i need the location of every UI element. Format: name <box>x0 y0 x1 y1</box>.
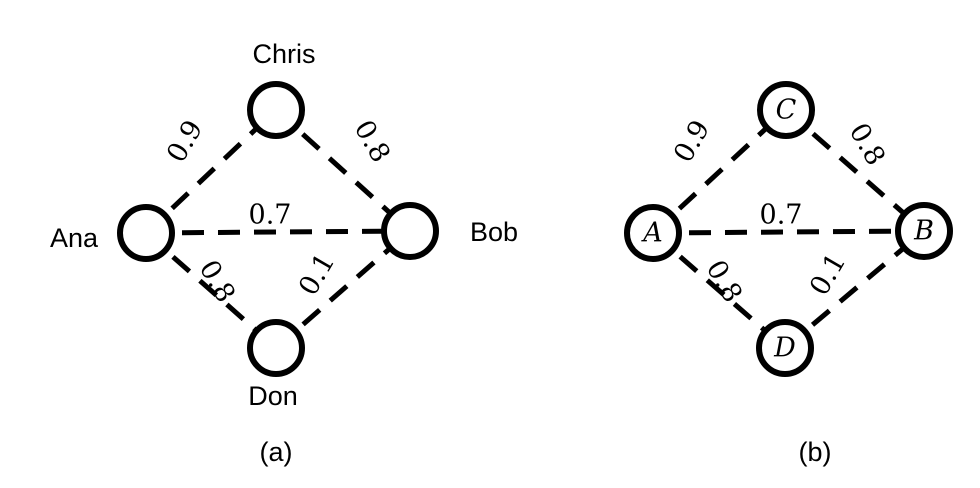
graph-caption: (a) <box>260 437 293 467</box>
edge-c-b <box>274 108 412 233</box>
edge-weight-label: 0.1 <box>293 248 341 301</box>
edge-d-b <box>274 229 412 350</box>
edge-d-b <box>783 229 926 350</box>
node-letter-label: B <box>913 216 934 247</box>
edge-c-b <box>784 108 926 233</box>
node-b <box>381 202 439 260</box>
node-name-label: Don <box>248 381 298 411</box>
node-name-label: Ana <box>50 223 99 253</box>
edge-a-b <box>145 228 411 236</box>
edge-weight-label: 0.9 <box>161 115 209 168</box>
edge-a-c <box>144 108 278 235</box>
edge-weight-label: 0.7 <box>760 200 803 231</box>
graph-caption: (b) <box>799 437 832 467</box>
node-c <box>247 81 305 139</box>
edge-weight-label: 0.9 <box>668 115 716 168</box>
node-d <box>247 319 305 377</box>
edge-weight-label: 0.8 <box>193 255 241 308</box>
node-a <box>117 204 175 262</box>
node-name-label: Chris <box>252 39 315 69</box>
edge-weight-label: 0.7 <box>249 200 292 231</box>
edge-weight-label: 0.8 <box>700 255 748 308</box>
node-d <box>756 319 814 377</box>
node-b <box>895 202 953 260</box>
node-letter-label: A <box>640 218 663 249</box>
node-letter-label: D <box>773 333 796 364</box>
edge-a-b <box>652 228 925 236</box>
node-letter-label: C <box>776 95 797 126</box>
edge-weight-label: 0.8 <box>348 115 396 168</box>
node-c <box>757 81 815 139</box>
edge-a-c <box>651 108 788 235</box>
node-a <box>624 204 682 262</box>
edge-a-d <box>651 231 787 350</box>
node-name-label: Bob <box>470 217 518 247</box>
edge-weight-label: 0.1 <box>804 248 852 301</box>
